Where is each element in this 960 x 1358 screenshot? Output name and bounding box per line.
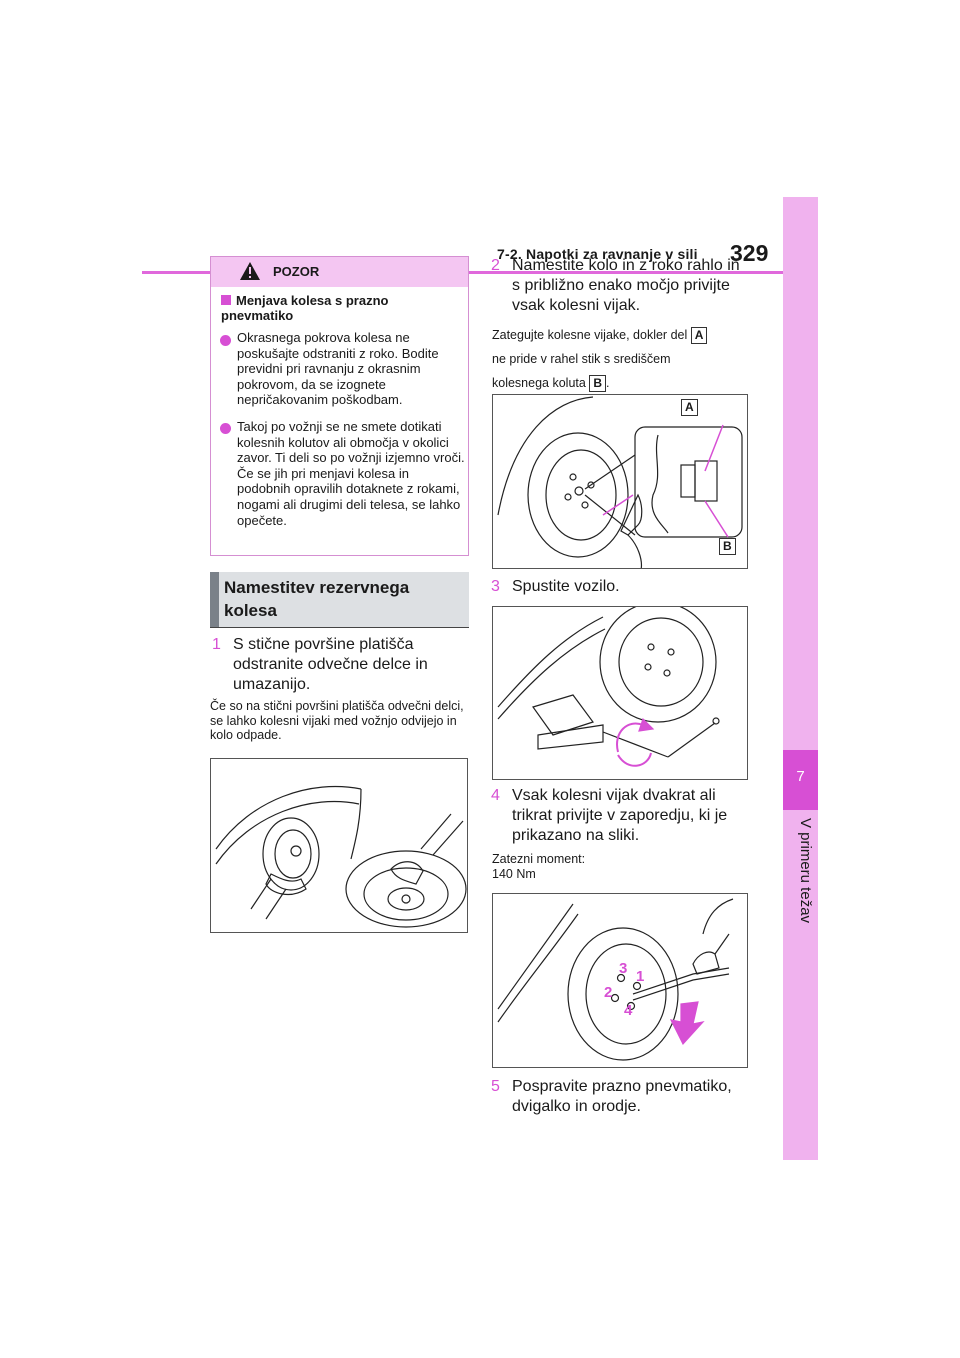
figure-lower-vehicle [492,606,748,780]
label-a: A [690,327,708,344]
figure-tighten-sequence: 3 1 2 4 [492,893,748,1068]
section-header: 7-2. Napotki za ravnanje v sili [497,246,698,262]
warning-bullet-1: Okrasnega pokrova kolesa ne poskušajte o… [237,330,439,408]
page-number: 329 [730,240,769,266]
warning-header: POZOR [211,257,468,287]
warning-triangle-icon [240,262,260,280]
chapter-number: 7 [796,768,805,785]
step-text: Spustite vozilo. [512,578,620,595]
bolt-number-3: 3 [619,960,628,977]
section-title: Namestitev rezervnega kolesa [224,578,410,620]
square-bullet-icon [221,295,231,305]
torque-value: 140 Nm [492,866,536,881]
section-rule [210,627,469,628]
warning-subtitle: Menjava kolesa s prazno pnevmatiko [221,293,461,323]
figure-bolt-detail: A B [492,394,748,569]
figure-clean-hub [210,758,468,933]
step-1-note: Če so na stični površini platišča odvečn… [210,699,464,742]
figure-label-b: B [719,538,736,555]
note-text: ne pride v rahel stik s središčem [492,352,671,366]
step-number: 1 [212,636,221,653]
step-2-note: Zategujte kolesne vijake, dokler del A n… [492,323,752,395]
note-text: . [605,376,610,390]
bolt-number-2: 2 [604,984,613,1001]
note-text: kolesnega koluta [492,376,586,390]
bolt-number-1: 1 [636,968,645,985]
bullet-dot-icon [220,423,231,434]
section-band [210,572,469,627]
step-text: Namestite kolo in z roko rahlo in s prib… [512,257,740,314]
note-text: Zategujte kolesne vijake, dokler del [492,328,688,342]
chapter-sidebar [783,197,818,1160]
step-text: S stične površine platišča odstranite od… [233,636,428,693]
step-number: 2 [491,257,500,274]
step-text: Pospravite prazno pnevmatiko, dvigalko i… [512,1078,732,1115]
figure-label-a: A [681,399,698,416]
warning-subtitle-text: Menjava kolesa s prazno pnevmatiko [221,293,389,323]
step-4-note: Zatezni moment: 140 Nm [492,852,692,881]
torque-label: Zatezni moment: [492,852,586,866]
step-number: 3 [491,578,500,595]
label-b: B [589,375,606,392]
warning-bullet-2: Takoj po vožnji se ne smete dotikati kol… [237,419,465,528]
warning-box: POZOR Menjava kolesa s prazno pnevmatiko… [210,256,469,556]
step-number: 4 [491,787,500,804]
chapter-title: V primeru težav [797,818,814,924]
bolt-number-4: 4 [624,1002,633,1019]
step-number: 5 [491,1078,500,1095]
bullet-dot-icon [220,335,231,346]
warning-title: POZOR [273,264,320,279]
chapter-tab-active [783,750,818,810]
step-text: Vsak kolesni vijak dvakrat ali trikrat p… [512,787,728,844]
